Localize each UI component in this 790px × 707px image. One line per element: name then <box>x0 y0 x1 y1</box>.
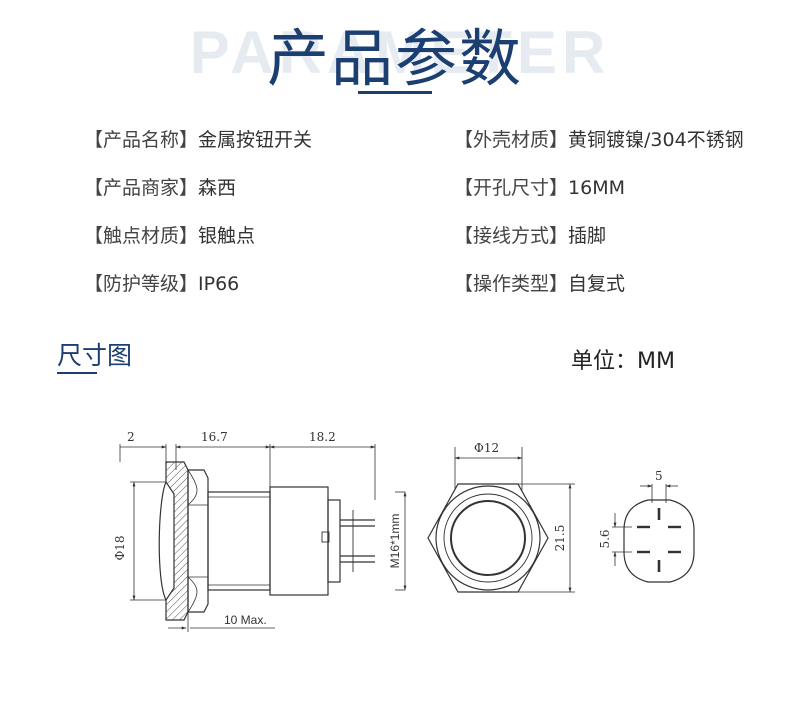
title-underline <box>358 91 432 94</box>
param-label: 【产品名称】 <box>84 129 199 151</box>
dim-label-5: 5 <box>655 469 663 483</box>
front-view <box>427 447 575 593</box>
param-value: 16MM <box>568 177 625 199</box>
param-value: 银触点 <box>198 225 256 247</box>
param-wiring: 【接线方式】插脚 <box>454 221 606 248</box>
dim-label-21-5: 21.5 <box>553 525 567 552</box>
param-operation: 【操作类型】自复式 <box>454 269 625 296</box>
param-value: 插脚 <box>568 225 607 247</box>
param-label: 【开孔尺寸】 <box>454 177 569 199</box>
param-label: 【接线方式】 <box>454 225 569 247</box>
dim-label-diameter-18: Φ18 <box>113 535 127 560</box>
header-watermark: PARAMETER <box>189 19 611 86</box>
param-label: 【操作类型】 <box>454 273 569 295</box>
param-product-name: 【产品名称】金属按钮开关 <box>84 125 312 152</box>
param-shell-material: 【外壳材质】黄铜镀镍/304不锈钢 <box>454 125 744 152</box>
param-label: 【防护等级】 <box>84 273 199 295</box>
dim-label-16-7: 16.7 <box>201 430 228 444</box>
side-view <box>119 444 407 632</box>
unit-label: 单位：MM <box>571 349 675 374</box>
param-protection: 【防护等级】IP66 <box>84 269 239 296</box>
param-vendor: 【产品商家】森西 <box>84 173 236 200</box>
dim-label-thread: M16*1mm <box>388 514 402 569</box>
param-label: 【触点材质】 <box>84 225 199 247</box>
page-title: 产品参数 <box>266 22 523 95</box>
param-value: 自复式 <box>568 273 626 295</box>
param-label: 【产品商家】 <box>84 177 199 199</box>
dim-label-5-6: 5.6 <box>598 529 612 548</box>
dim-label-18-2: 18.2 <box>309 430 336 444</box>
dim-label-2: 2 <box>127 430 135 444</box>
param-value: 黄铜镀镍/304不锈钢 <box>568 129 744 151</box>
param-value: IP66 <box>198 273 240 295</box>
section-underline <box>57 372 97 374</box>
param-value: 金属按钮开关 <box>198 129 313 151</box>
param-value: 森西 <box>198 177 237 199</box>
dim-label-10-max: 10 Max. <box>224 613 267 627</box>
dim-label-diameter-12: Φ12 <box>474 441 499 455</box>
dimension-section-title: 尺寸图 <box>57 341 133 370</box>
param-hole-size: 【开孔尺寸】16MM <box>454 173 625 200</box>
param-label: 【外壳材质】 <box>454 129 569 151</box>
param-contact-material: 【触点材质】银触点 <box>84 221 255 248</box>
pin-view <box>612 484 695 583</box>
